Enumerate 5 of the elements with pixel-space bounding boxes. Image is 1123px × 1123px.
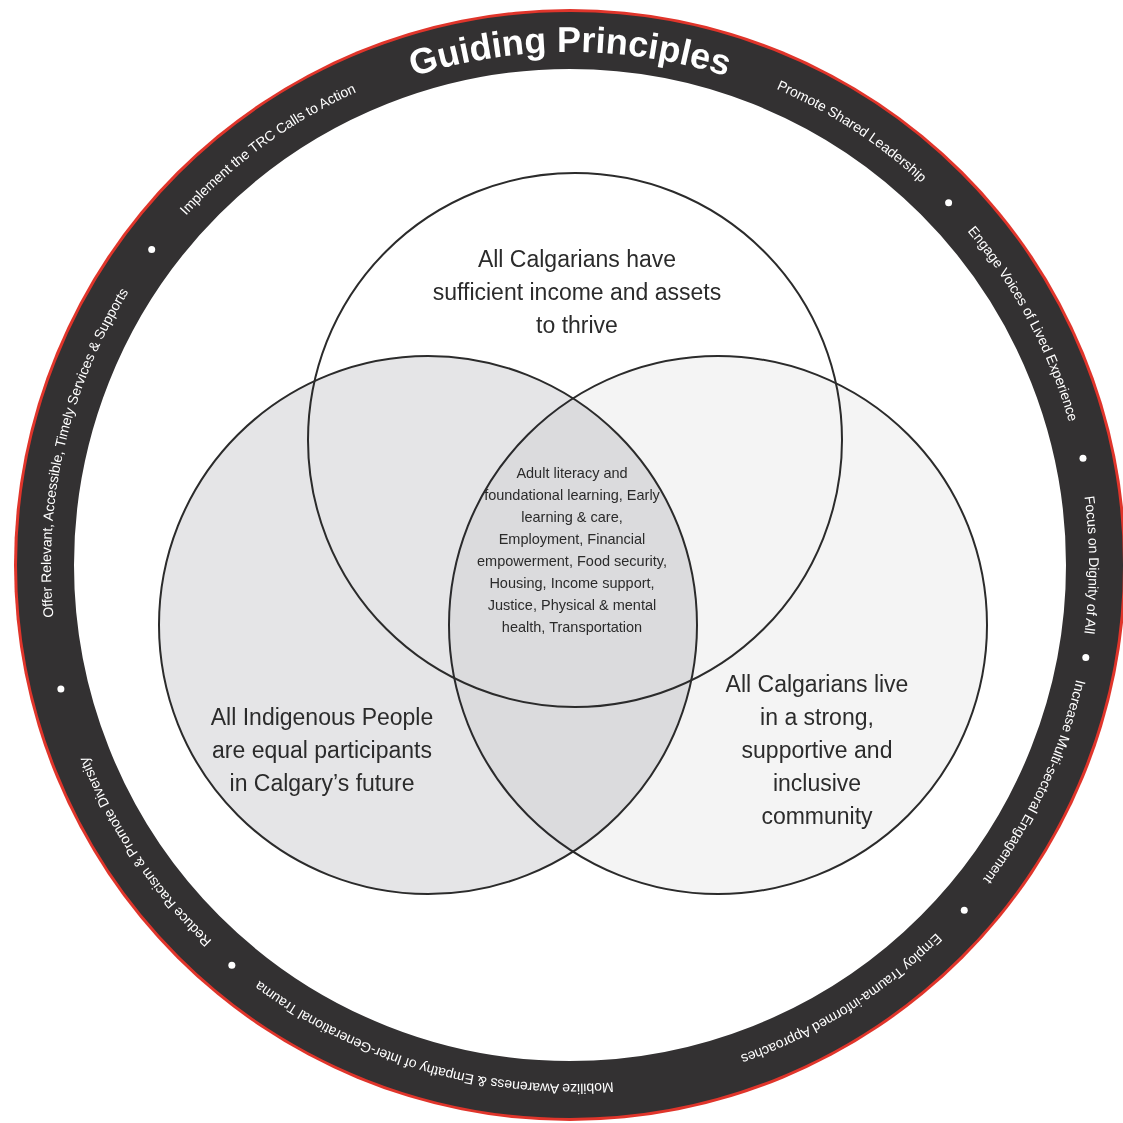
circle-label: All Indigenous People are equal participants in Calgary’s future [209,702,435,798]
circle-label: All Calgarians live in a strong, supportive and inclusive community [724,669,910,831]
overlap-text: Adult literacy and foundational learning, Early learning & care, Employment, Financial empowerment, Food security, Housing, Income support, Justice, Physical & mental health, Transportation [477,464,667,637]
ring-title: Guiding Principles [404,18,737,85]
circle-label: All Calgarians have sufficient income and assets to thrive [432,244,722,340]
